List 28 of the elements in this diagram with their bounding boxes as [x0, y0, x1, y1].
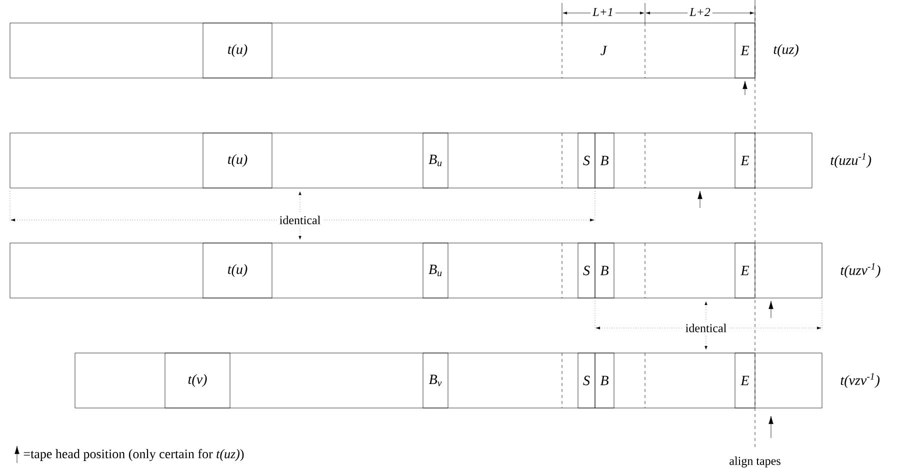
tape-cell: E [734, 132, 756, 188]
tape-cell: B$_{u}$ [422, 132, 448, 188]
note-label: align tapes [727, 454, 783, 470]
tape-cell: J [600, 46, 608, 56]
tape-cell: S [578, 352, 596, 408]
node-label: t(uzu$^{-1}$) [830, 153, 872, 168]
tape-cell: B [594, 242, 614, 298]
dimension-label: L+2 [688, 6, 712, 18]
tape-cell: t(u) [202, 22, 272, 78]
tape-cell: S [578, 242, 596, 298]
tape-cell: E [734, 242, 756, 298]
tape-cell: t(v) [164, 352, 230, 408]
tape-cell: E [734, 352, 756, 408]
tape-cell: S [578, 132, 596, 188]
dimension-label: L+1 [590, 6, 616, 18]
tape-cell: B [594, 352, 614, 408]
tape-cell: t(u) [202, 242, 272, 298]
node-label: t(uzv$^{-1}$) [840, 263, 880, 278]
tape-cell: t(u) [202, 132, 272, 188]
tape-cell: E [734, 22, 756, 78]
tape-cell: B [594, 132, 614, 188]
dimension-label: identical [277, 214, 323, 226]
legend-text: =tape head position (only certain for t(uz)) [24, 449, 244, 461]
dimension-label: identical [683, 322, 729, 334]
tape-cell: B$_{u}$ [422, 242, 448, 298]
node-label: t(uz) [774, 44, 798, 57]
node-label: t(vzv$^{-1}$) [840, 373, 880, 388]
tape-cell: B$_{v}$ [422, 352, 448, 408]
